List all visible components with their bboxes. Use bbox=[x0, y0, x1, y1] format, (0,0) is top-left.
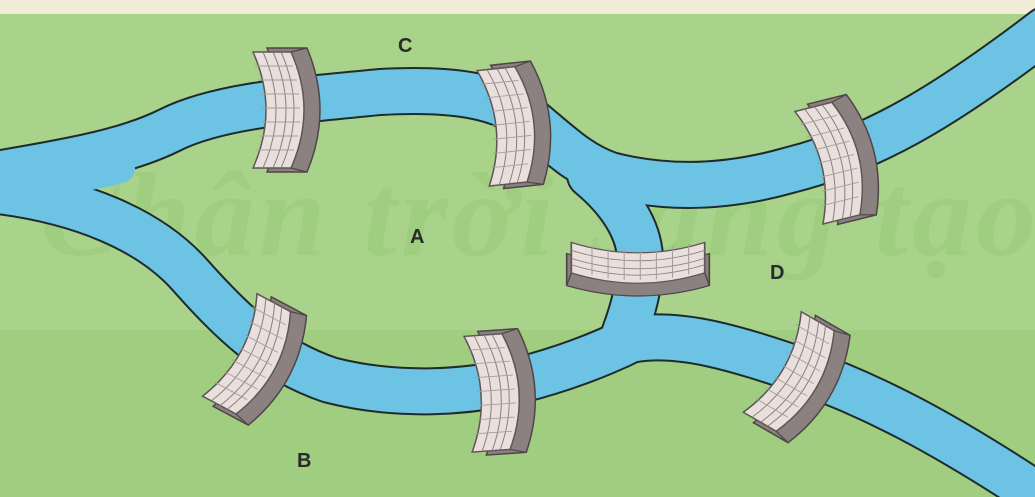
region-label-b: B bbox=[297, 450, 311, 473]
top-strip bbox=[0, 0, 1035, 14]
region-label-c: C bbox=[398, 35, 412, 58]
region-label-d: D bbox=[770, 262, 784, 285]
region-label-a: A bbox=[410, 226, 424, 249]
